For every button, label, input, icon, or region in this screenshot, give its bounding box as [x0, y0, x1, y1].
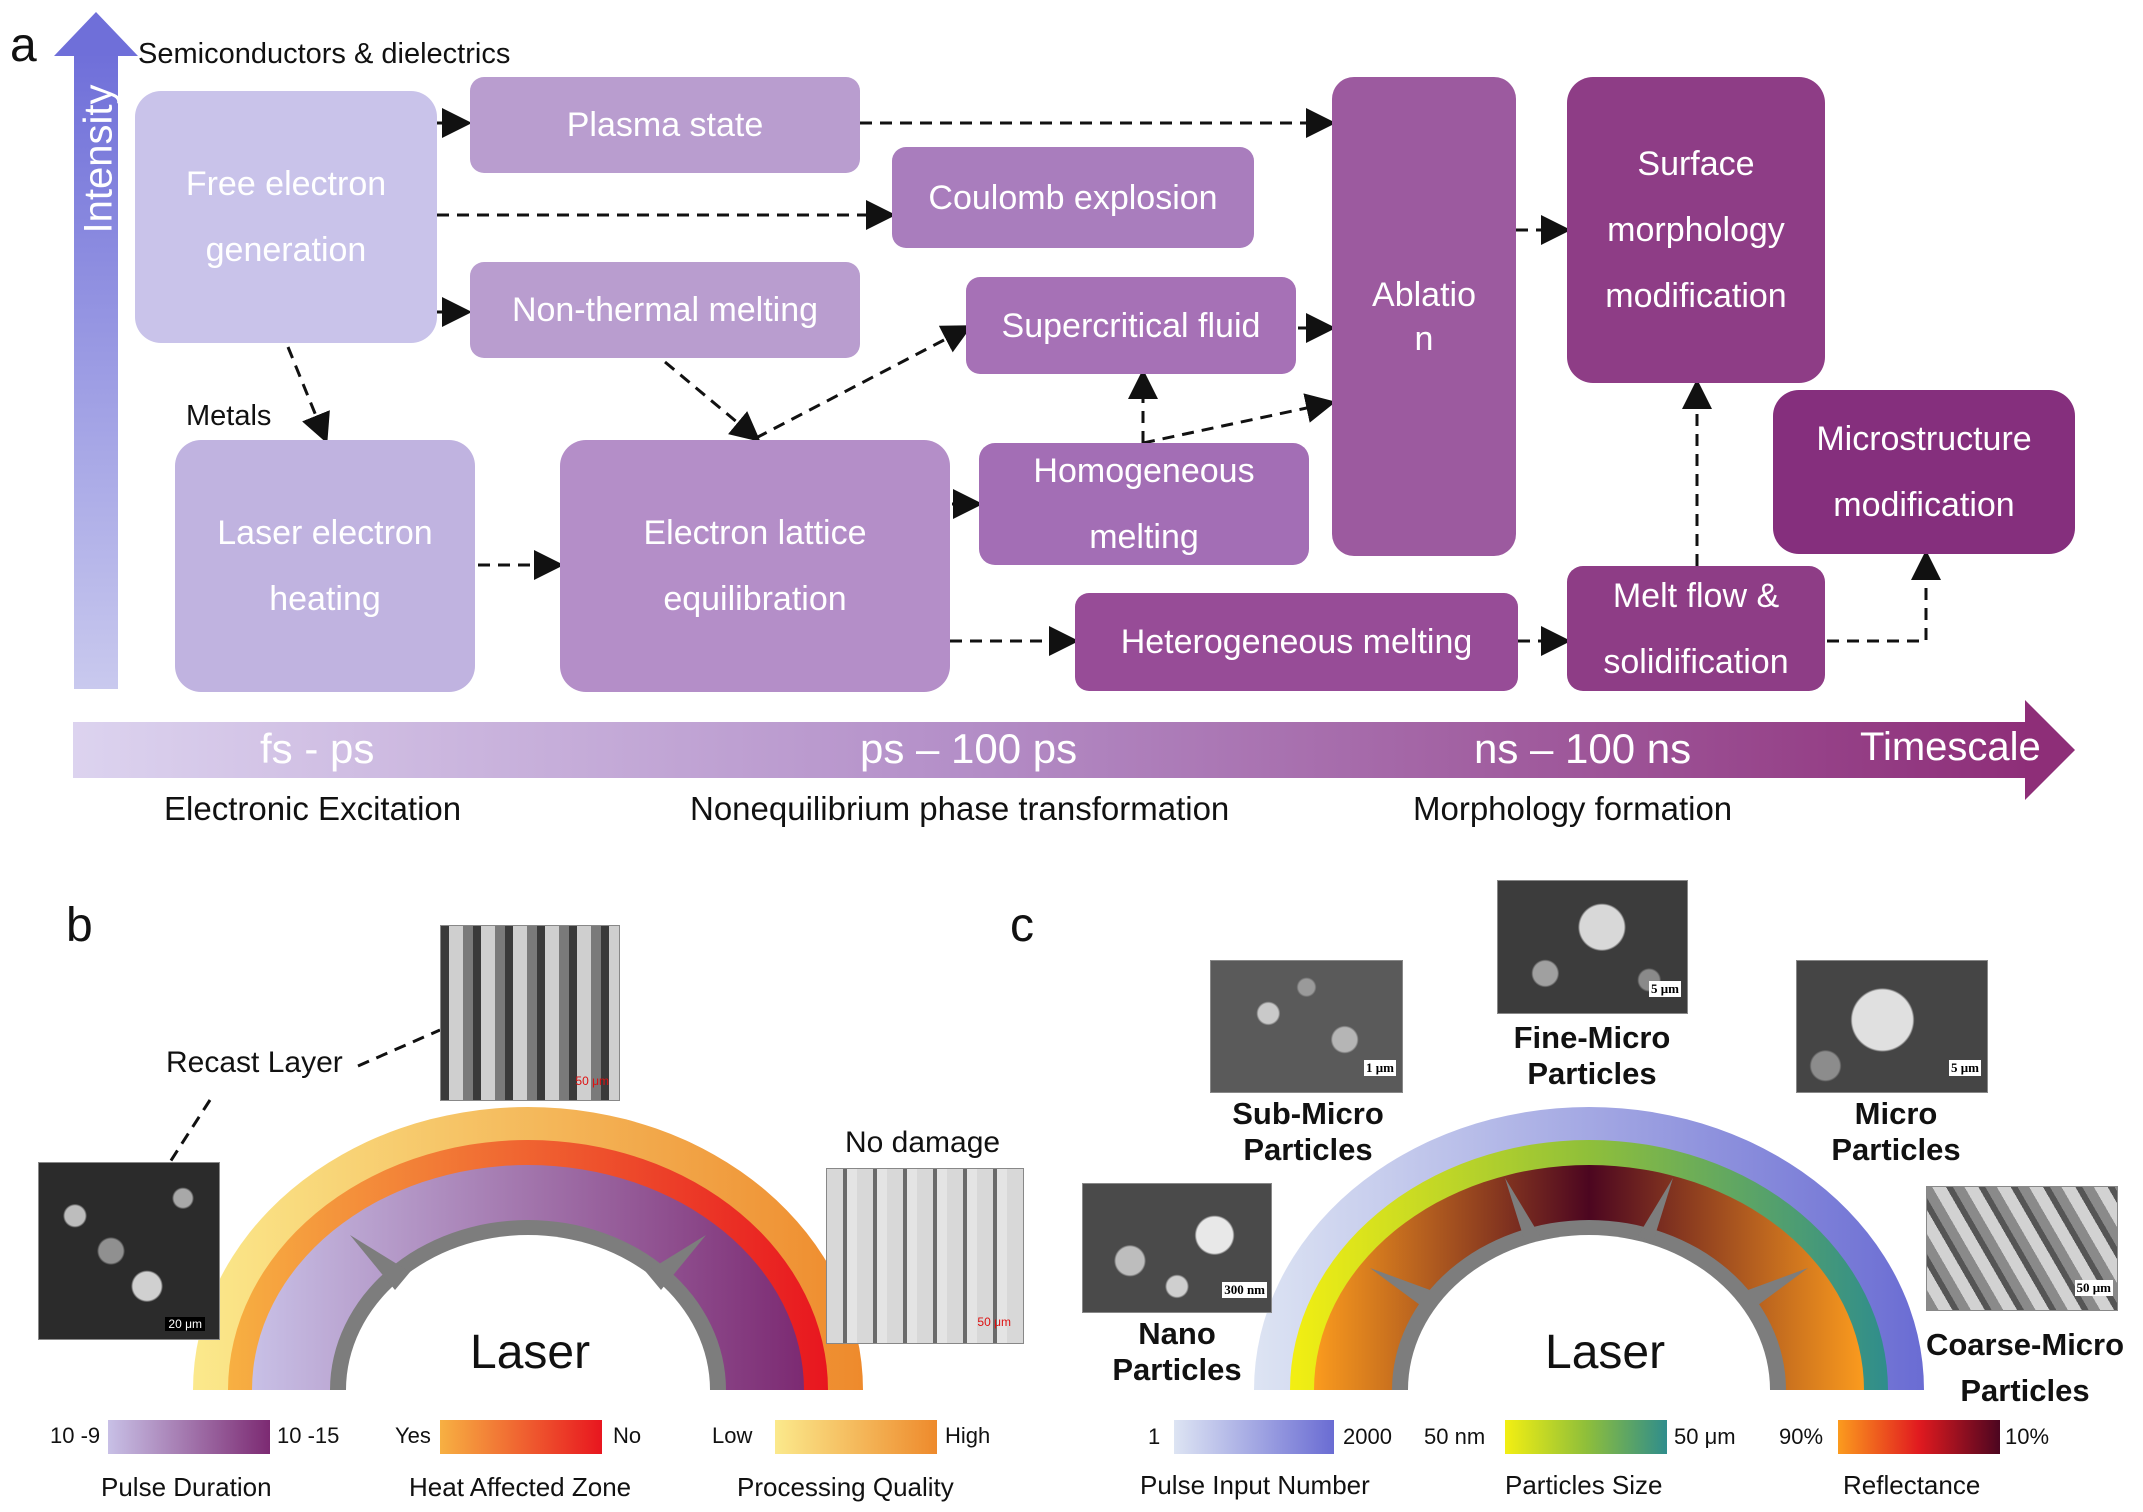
legend-c1-left: 1 [1148, 1424, 1161, 1449]
legend-b1-bar [108, 1420, 270, 1454]
sem-sub-micro: 1 μm [1210, 960, 1403, 1093]
legend-c2-left: 50 nm [1424, 1424, 1486, 1449]
box-electron-lattice: Electron lattice equilibration [560, 440, 950, 692]
sem-micro: 5 μm [1796, 960, 1988, 1093]
sem-scale-left: 20 μm [165, 1317, 205, 1331]
flow-arrows [286, 108, 1941, 656]
stage-nonequilibrium: Nonequilibrium phase transformation [690, 790, 1230, 827]
legend-b2-left: Yes [395, 1423, 431, 1448]
legend-b3-title: Processing Quality [737, 1472, 954, 1502]
legend-b2-right: No [613, 1423, 642, 1448]
legend-c2-right: 50 μm [1674, 1424, 1736, 1449]
box-nonthermal-melting: Non-thermal melting [470, 262, 860, 358]
legend-c1-bar [1174, 1420, 1334, 1454]
label-fine-micro-particles: Fine-Micro Particles [1513, 1020, 1671, 1091]
legend-b3-bar [775, 1420, 937, 1454]
legend-b2-bar [440, 1420, 602, 1454]
sem-nano: 300 nm [1082, 1183, 1272, 1313]
legend-b1-title: Pulse Duration [101, 1472, 272, 1502]
timescale-ps-100ps: ps – 100 ps [860, 725, 1078, 772]
sem-scale-sub-micro: 1 μm [1364, 1060, 1396, 1076]
panel-c-label: c [1010, 899, 1034, 952]
box-heterogeneous-melting: Heterogeneous melting [1075, 593, 1518, 691]
legend-c3-bar [1838, 1420, 2000, 1454]
sem-coarse-micro: 50 μm [1926, 1186, 2118, 1311]
box-ablation: Ablatio n [1332, 77, 1516, 556]
metals-label: Metals [186, 400, 272, 432]
legend-c1-right: 2000 [1343, 1424, 1392, 1449]
legend-c3-left: 90% [1779, 1424, 1824, 1449]
panel-a-label: a [10, 19, 37, 72]
legend-b1-right: 10 -15 [277, 1423, 340, 1448]
timescale-ns-100ns: ns – 100 ns [1474, 725, 1692, 772]
timescale-fs-ps: fs - ps [260, 725, 375, 772]
label-sub-micro-particles: Sub-Micro Particles [1232, 1096, 1384, 1167]
label-nano-particles: Nano Particles [1112, 1316, 1242, 1387]
legend-c2-bar [1505, 1420, 1667, 1454]
legend-b3-right: High [945, 1423, 991, 1448]
box-microstructure: Microstructure modification [1773, 390, 2075, 554]
panel-b-label: b [66, 899, 93, 952]
timescale-arrow [73, 700, 2075, 800]
timescale-label: Timescale [1860, 725, 2041, 769]
legend-c2-title: Particles Size [1505, 1470, 1663, 1500]
stage-morphology-formation: Morphology formation [1413, 790, 1733, 827]
label-coarse-micro-particles: Coarse-Micro Particles [1925, 1327, 2125, 1408]
sem-scale-nano: 300 nm [1222, 1282, 1267, 1298]
legend-b2-title: Heat Affected Zone [409, 1472, 632, 1502]
arrow-free-laserheating [286, 346, 330, 444]
recast-layer-label: Recast Layer [166, 1046, 343, 1079]
sem-scale-top: 50 μm [575, 1074, 609, 1088]
arrow-homog-ablation [1142, 393, 1336, 445]
semiconductors-label: Semiconductors & dielectrics [138, 38, 511, 70]
legend-b3-left: Low [712, 1423, 753, 1448]
legend-c1-title: Pulse Input Number [1140, 1470, 1370, 1500]
laser-label-c: Laser [1545, 1326, 1666, 1379]
intensity-arrow [54, 12, 138, 689]
box-laser-electron-heating: Laser electron heating [175, 440, 475, 692]
sem-scale-micro: 5 μm [1949, 1060, 1981, 1076]
no-damage-label: No damage [845, 1126, 1001, 1159]
box-free-electron: Free electron generation [135, 91, 437, 343]
box-surface-morphology: Surface morphology modification [1567, 77, 1825, 383]
solid-arrows [437, 108, 1336, 519]
sem-recast-top: 50 μm [440, 925, 620, 1101]
box-melt-flow: Melt flow & solidification [1567, 566, 1825, 691]
box-coulomb-explosion: Coulomb explosion [892, 147, 1254, 248]
stage-electronic-excitation: Electronic Excitation [164, 790, 462, 827]
box-supercritical-fluid: Supercritical fluid [966, 277, 1296, 374]
box-plasma-state: Plasma state [470, 77, 860, 173]
sem-recast-left: 20 μm [38, 1162, 220, 1340]
legend-c3-title: Reflectance [1843, 1470, 1981, 1500]
legend-b1-left: 10 -9 [50, 1423, 101, 1448]
label-micro-particles: Micro Particles [1831, 1096, 1961, 1167]
sem-scale-coarse-micro: 50 μm [2074, 1280, 2113, 1296]
box-homogeneous-melting: Homogeneous melting [979, 443, 1309, 565]
sem-scale-fine-micro: 5 μm [1649, 981, 1681, 997]
laser-label-b: Laser [470, 1326, 591, 1379]
sem-fine-micro: 5 μm [1497, 880, 1688, 1014]
sem-no-damage: 50 μm [826, 1168, 1024, 1344]
sem-scale-right: 50 μm [977, 1315, 1011, 1329]
legend-c3-right: 10% [2005, 1424, 2050, 1449]
